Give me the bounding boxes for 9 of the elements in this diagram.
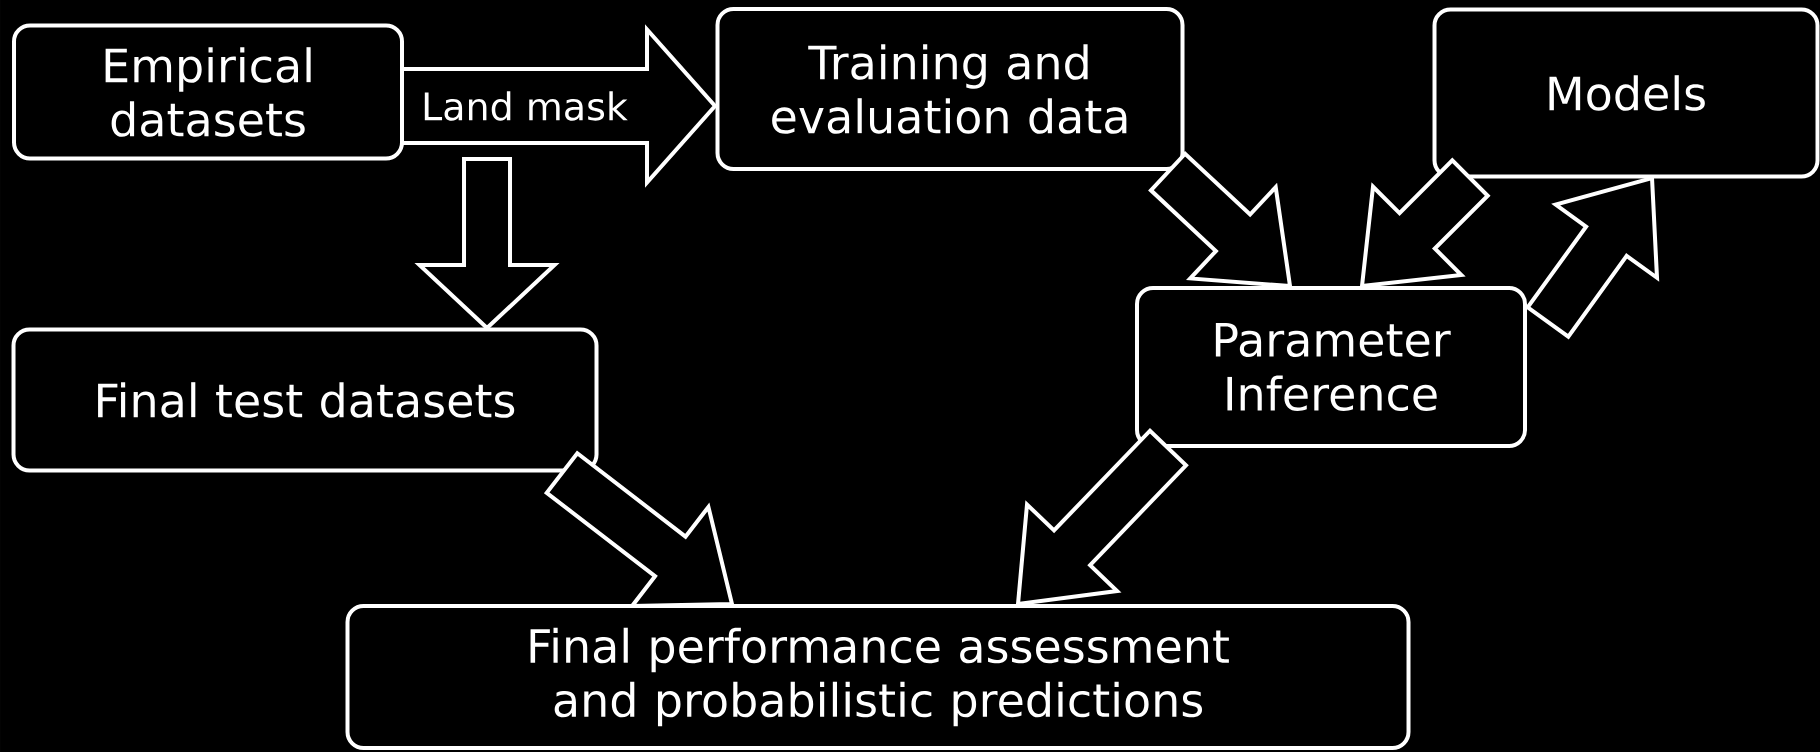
- process-box: Final test datasets: [11, 327, 599, 473]
- process-box: Final performance assessment and probabilistic predictions: [345, 604, 1411, 750]
- process-box: Parameter Inference: [1135, 286, 1527, 448]
- process-box: Empirical datasets: [12, 23, 404, 161]
- edge-label: Land mask: [419, 89, 630, 123]
- process-box: Models: [1432, 7, 1820, 179]
- block-arrow: [414, 157, 560, 331]
- process-box: Training and evaluation data: [715, 7, 1185, 171]
- block-arrow: [1148, 150, 1293, 289]
